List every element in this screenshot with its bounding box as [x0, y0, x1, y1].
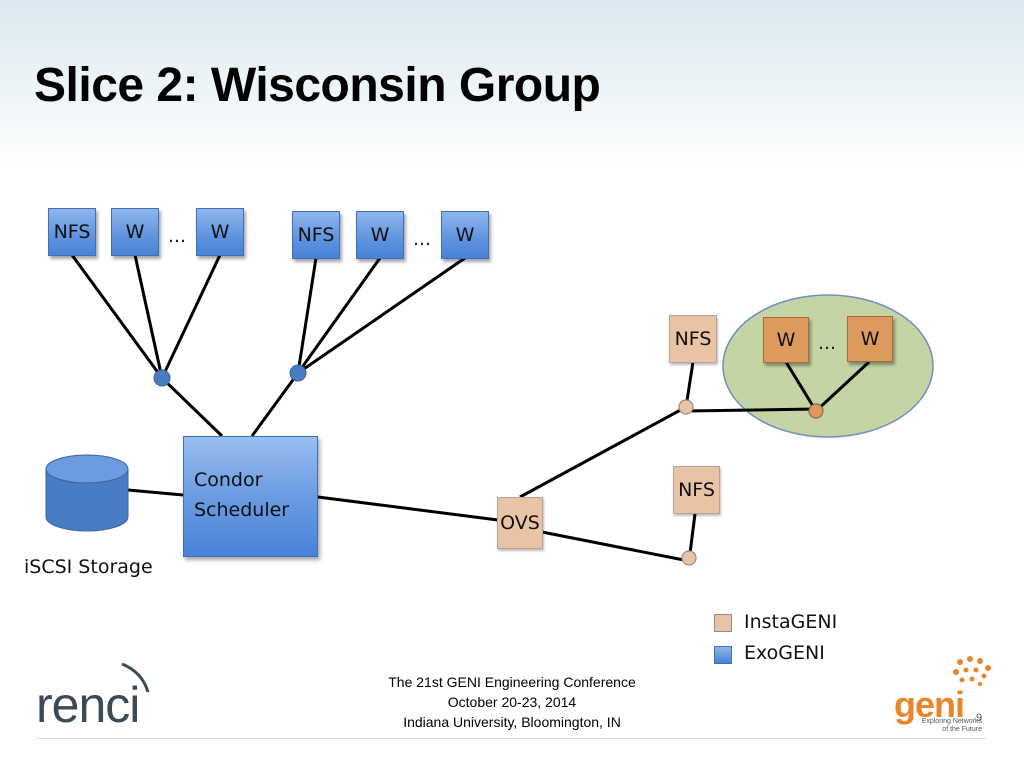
legend-instageni-swatch — [714, 614, 732, 632]
geni-tagline-1: Exploring Networks — [921, 718, 982, 725]
geni-tagline-2: of the Future — [942, 726, 982, 733]
ovs-switch-node: OVS — [497, 497, 543, 549]
storage-label: iSCSI Storage — [24, 556, 153, 578]
worker-node-a1: W — [111, 208, 159, 256]
nfs-node-d: NFS — [673, 466, 720, 514]
nfs-node-a: NFS — [48, 208, 96, 256]
junction-dot — [678, 399, 694, 415]
geni-tagline: Exploring Networks of the Future — [912, 718, 982, 734]
legend-exogeni-swatch — [714, 646, 732, 664]
worker-node-c2: W — [847, 316, 893, 362]
title-background — [0, 0, 1024, 170]
legend-exogeni-label: ExoGENI — [744, 642, 825, 664]
worker-node-b2: W — [441, 211, 489, 259]
renci-logo: renci — [36, 677, 140, 733]
junction-dot — [808, 403, 824, 419]
geni-logo-mark — [953, 656, 991, 686]
ellipsis-c: … — [818, 333, 836, 354]
page-number: 9 — [976, 712, 983, 724]
instageni-worker-group — [722, 294, 934, 438]
condor-scheduler-node: Condor Scheduler — [183, 436, 318, 557]
scheduler-label-line2: Scheduler — [194, 499, 290, 521]
footer-line1: The 21st GENI Engineering Conference — [388, 674, 636, 690]
conference-footer: The 21st GENI Engineering Conference Oct… — [340, 672, 684, 732]
ellipsis-a: … — [168, 226, 186, 247]
worker-node-c1: W — [763, 317, 809, 363]
slide-title: Slice 2: Wisconsin Group — [34, 59, 601, 112]
footer-divider — [36, 738, 986, 739]
junction-dot — [153, 369, 171, 387]
geni-logo: geni — [894, 684, 965, 725]
worker-node-b1: W — [356, 211, 404, 259]
renci-logo-arc — [121, 662, 150, 693]
junction-dot — [289, 364, 307, 382]
nfs-node-b: NFS — [292, 211, 340, 259]
junction-dot — [681, 550, 697, 566]
storage-cylinder — [45, 454, 129, 532]
worker-node-a2: W — [196, 208, 244, 256]
footer-line3: Indiana University, Bloomington, IN — [403, 714, 621, 730]
legend-instageni-label: InstaGENI — [744, 611, 838, 633]
ellipsis-b: … — [413, 229, 431, 250]
nfs-node-c: NFS — [669, 315, 717, 363]
footer-line2: October 20-23, 2014 — [447, 694, 577, 710]
scheduler-label-line1: Condor — [194, 469, 263, 491]
